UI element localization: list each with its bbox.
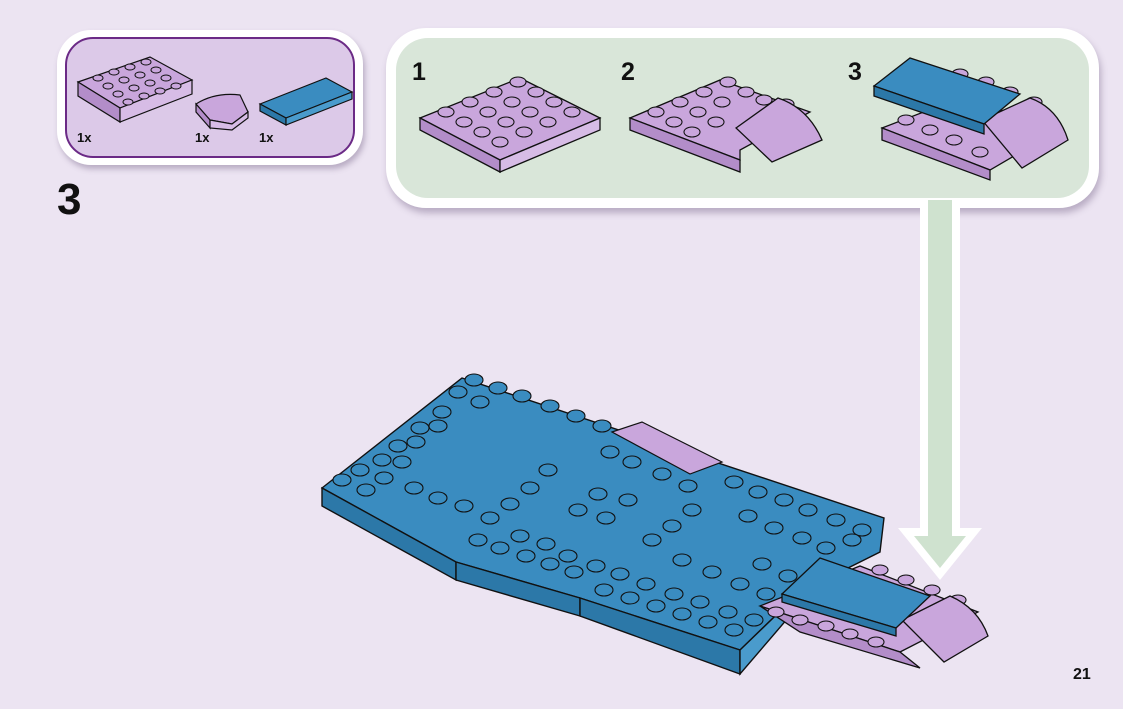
qty-purple-plate: 1x: [77, 130, 92, 145]
part-purple-plate: [76, 56, 194, 124]
part-blue-tile: [258, 77, 354, 127]
qty-blue-tile: 1x: [259, 130, 274, 145]
substep-2-plate-with-slope: [628, 76, 823, 173]
placement-arrow: [898, 200, 982, 580]
substep-label-3: 3: [848, 58, 862, 86]
substep-1-plate: [418, 76, 602, 174]
part-purple-slope: [195, 93, 249, 131]
page-number: 21: [1073, 666, 1091, 683]
substep-label-2: 2: [621, 58, 635, 86]
main-model-studs: [332, 373, 872, 637]
main-model-attached-subassembly: [758, 557, 989, 669]
substep-label-1: 1: [412, 58, 426, 86]
qty-purple-slope: 1x: [195, 130, 210, 145]
substep-3-completed: [872, 57, 1069, 181]
step-number: 3: [57, 175, 82, 224]
